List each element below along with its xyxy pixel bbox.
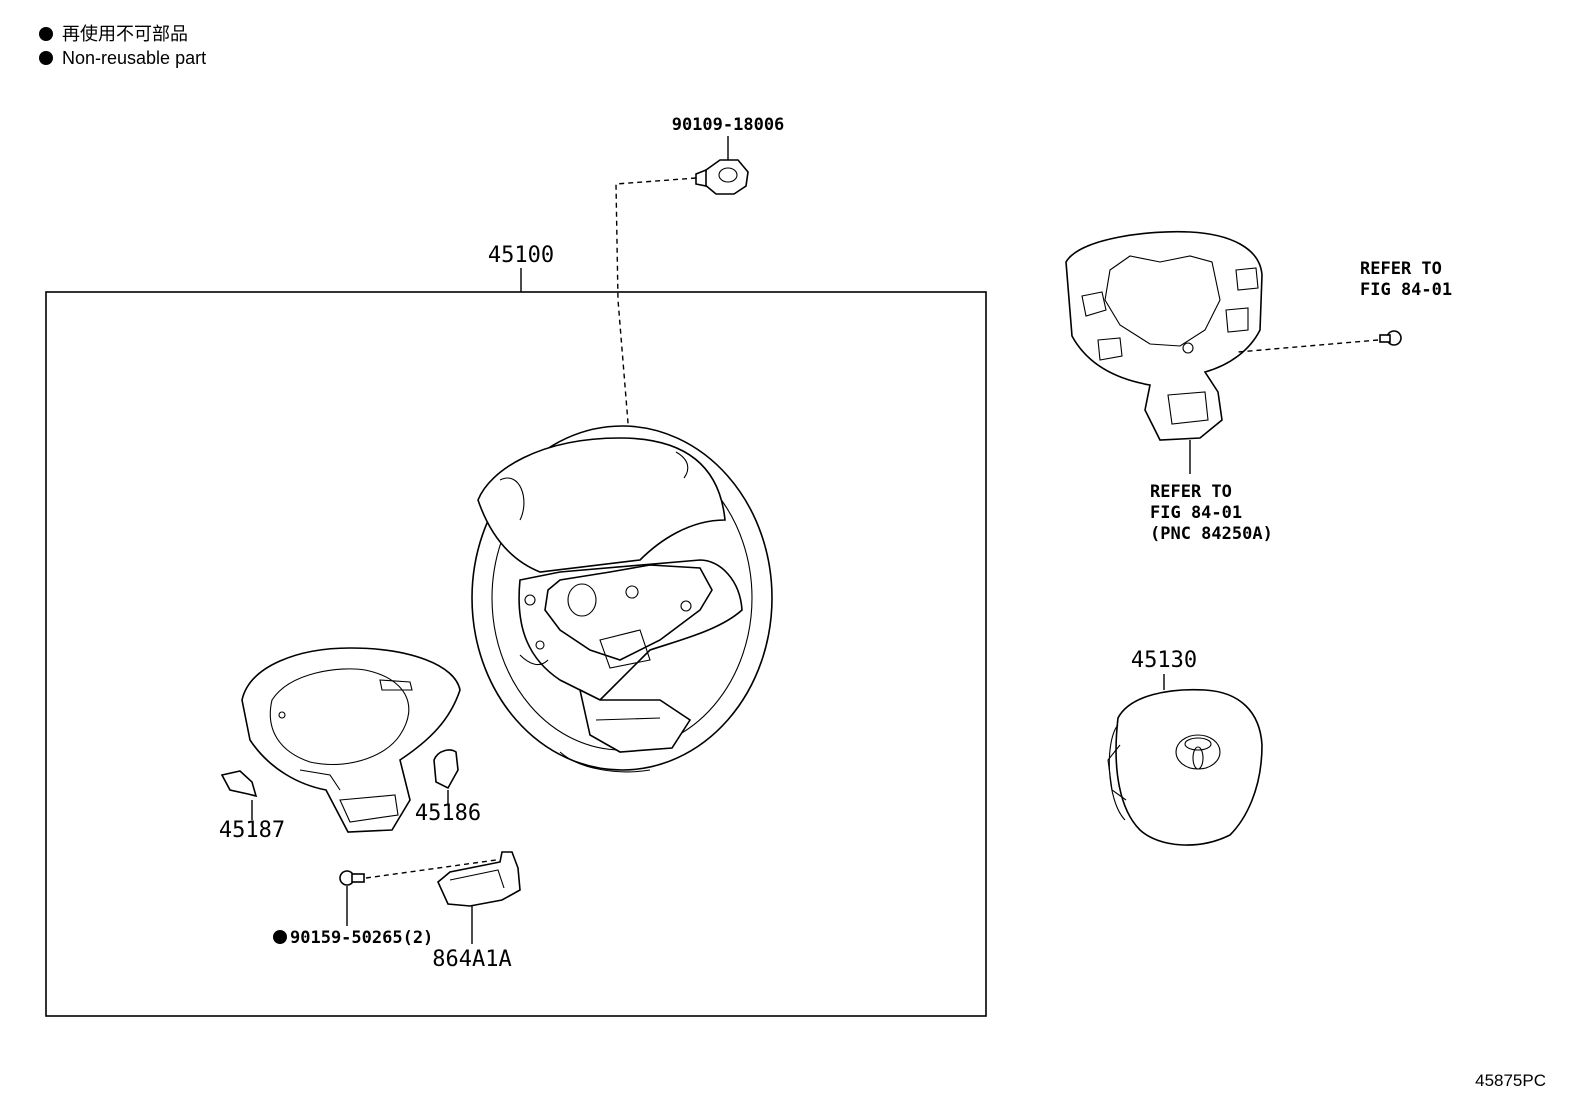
- assembly-box: [45, 291, 987, 1017]
- refer-bottom-line1: REFER TO: [1150, 482, 1232, 502]
- callout-45130: 45130: [1131, 648, 1197, 673]
- dashed-leader-small-screw: [1237, 339, 1379, 353]
- bullet-icon: [39, 27, 53, 41]
- callout-864A1A: 864A1A: [432, 947, 511, 972]
- toyota-emblem-icon: [1175, 734, 1221, 770]
- refer-top-line2: FIG 84-01: [1360, 280, 1452, 300]
- lower-cover-part: [241, 647, 461, 833]
- dashed-leader-screw: [365, 859, 497, 879]
- legend-japanese: 再使用不可部品: [62, 24, 188, 44]
- refer-bottom-line3: (PNC 84250A): [1150, 524, 1273, 544]
- callout-90109-18006: 90109-18006: [672, 115, 785, 135]
- legend-english: Non-reusable part: [62, 48, 206, 68]
- small-screw-part: [1379, 330, 1402, 346]
- nut-part: [695, 159, 749, 195]
- figure-id: 45875PC: [1475, 1071, 1546, 1090]
- cover-45186-part: [433, 749, 459, 790]
- non-reusable-bullet-icon: [273, 930, 287, 944]
- switch-assembly-part: [1065, 230, 1263, 441]
- callout-45187: 45187: [219, 818, 285, 843]
- refer-top-line1: REFER TO: [1360, 259, 1442, 279]
- refer-bottom-line2: FIG 84-01: [1150, 503, 1242, 523]
- bracket-864A1A-part: [437, 851, 521, 907]
- legend: 再使用不可部品 Non-reusable part: [39, 24, 206, 68]
- screw-part: [339, 870, 365, 886]
- callout-45186: 45186: [415, 801, 481, 826]
- callout-90159-50265: 90159-50265(2): [290, 928, 433, 948]
- airbag-part: [1107, 688, 1263, 846]
- dashed-leader-nut: [615, 177, 697, 571]
- bracket-45187-part: [220, 770, 258, 798]
- bullet-icon: [39, 51, 53, 65]
- callout-45100: 45100: [488, 243, 554, 268]
- steering-wheel-part: [471, 425, 773, 773]
